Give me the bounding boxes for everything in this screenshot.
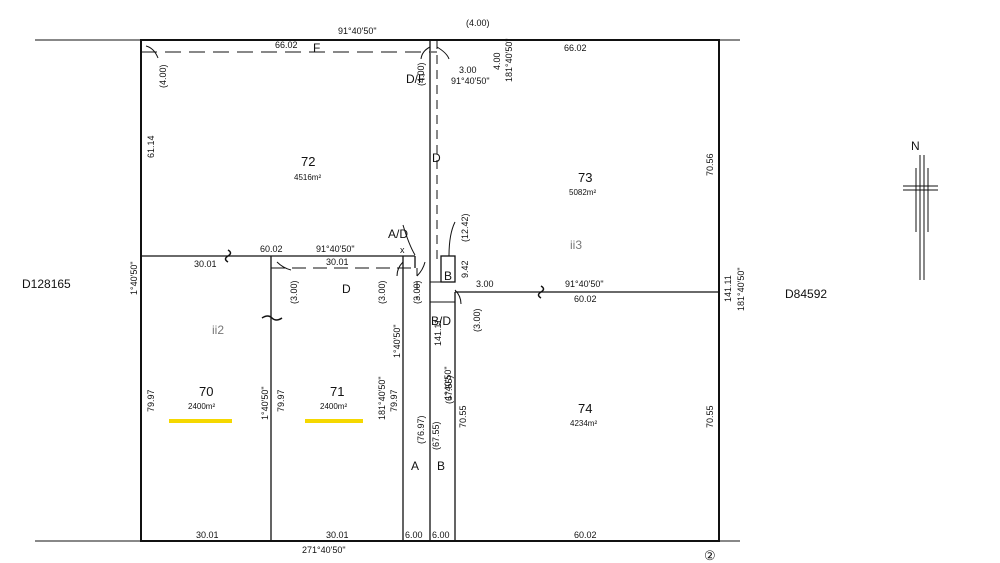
dist-b-942: 9.42 [460,260,470,278]
easement-x-mark: x [400,245,405,255]
dist-left-upper: 61.14 [146,135,156,158]
dist-f-right-width: 4.00 [492,52,502,70]
bearing-lot71-right: 181°40'50" [377,376,387,420]
easement-bd-label: B/D [431,314,451,328]
dist-corridor-a-lower: (76.97) [416,415,426,444]
lot-70-area: 2400m² [188,402,215,411]
dist-bottom-a: 6.00 [405,530,423,540]
dist-lot70-top: 30.01 [194,259,217,269]
bearing-lot70-right: 1°40'50" [260,386,270,420]
lot-74-area: 4234m² [570,419,597,428]
bearing-left: 1°40'50" [129,261,139,295]
dist-right-upper: 70.56 [705,153,715,176]
dist-d-w2: (3.00) [377,280,387,304]
easement-d-lower-label: D [342,282,351,296]
easement-f-label: F [313,41,320,55]
hook-d-right-lower [396,261,404,277]
dist-d-w1: (3.00) [289,280,299,304]
lot-ref-2: ii2 [212,323,224,337]
lot-ref-3: ii3 [570,238,582,252]
dist-lot70-left: 79.97 [146,389,156,412]
lot-71-number: 71 [330,384,344,399]
dist-b-w: (3.00) [472,308,482,332]
bearing-f-side: 181°40'50" [504,38,514,82]
bearing-right: 181°40'50" [736,267,746,311]
tie-mark-70-72 [224,249,232,263]
easement-b-box-label: B [444,269,452,283]
north-arrow [903,155,938,280]
dist-d-w3: (3.00) [412,280,422,304]
dist-d-top: 30.01 [326,257,349,267]
dist-corridor-b-mid: 141.11 [433,319,443,346]
lot-74-number: 74 [578,401,592,416]
easement-d-upper-label: D [432,151,441,165]
adjoining-right: D84592 [785,287,827,301]
hook-b-lower [454,289,462,305]
bearing-bottom: 271°40'50" [302,545,346,555]
dist-bottom-b: 6.00 [432,530,450,540]
tie-mark-73-74 [537,285,545,299]
north-label: N [911,139,920,153]
easement-a-label: A [411,459,419,473]
dist-bottom-70: 30.01 [196,530,219,540]
hook-ad [416,261,426,277]
bearing-mid-72: 91°40'50" [316,244,355,254]
easement-b-label: B [437,459,445,473]
dist-corridor-b-lower1: (67.55) [431,421,441,450]
adjoining-left: D128165 [22,277,71,291]
lot-72-area: 4516m² [294,173,321,182]
easement-b-box [440,255,456,283]
tie-mark-70-71 [261,315,283,321]
easement-df-label: D/F [406,72,425,86]
dist-lot74-left: 70.55 [458,405,468,428]
dist-lot71-right: 79.97 [389,389,399,412]
lot-70-number: 70 [199,384,213,399]
hook-ad-leader [402,224,416,256]
hook-d-left [276,261,292,271]
hook-d-right [436,46,450,60]
sheet-mark: ② [704,548,716,563]
dist-right-lower: 70.55 [705,405,715,428]
bearing-top: 91°40'50" [338,26,377,36]
dist-b-3: 3.00 [476,279,494,289]
bearing-corridor-b: 1°40'50" [443,366,453,400]
easement-ad-label: A/D [388,227,408,241]
lot-71-area: 2400m² [320,402,347,411]
dist-lot70-right: 79.97 [276,389,286,412]
lot-72-number: 72 [301,154,315,169]
lot-73-number: 73 [578,170,592,185]
bearing-corridor-a: 1°40'50" [392,324,402,358]
dist-lot72-bottom: 60.02 [260,244,283,254]
dist-f-left: 66.02 [275,40,298,50]
dist-bottom-74: 60.02 [574,530,597,540]
dist-f-vert: (4.00) [416,62,426,86]
hook-1242 [448,221,456,257]
dist-f-d-width: 3.00 [459,65,477,75]
bearing-f-top: 91°40'50" [451,76,490,86]
hook-f-left [145,45,159,59]
dist-corridor-b-lower2: (67.55) [444,375,454,404]
hook-df [420,46,431,60]
dist-b-1242: (12.42) [460,213,470,242]
dist-bottom-71: 30.01 [326,530,349,540]
dist-top-right: 66.02 [564,43,587,53]
dist-lot73-bottom: 60.02 [574,294,597,304]
bearing-mid-73: 91°40'50" [565,279,604,289]
dist-f-top-width: (4.00) [466,18,490,28]
dist-right-mid: 141.11 [723,275,733,302]
lot-73-area: 5082m² [569,188,596,197]
dist-f-left-width: (4.00) [158,64,168,88]
